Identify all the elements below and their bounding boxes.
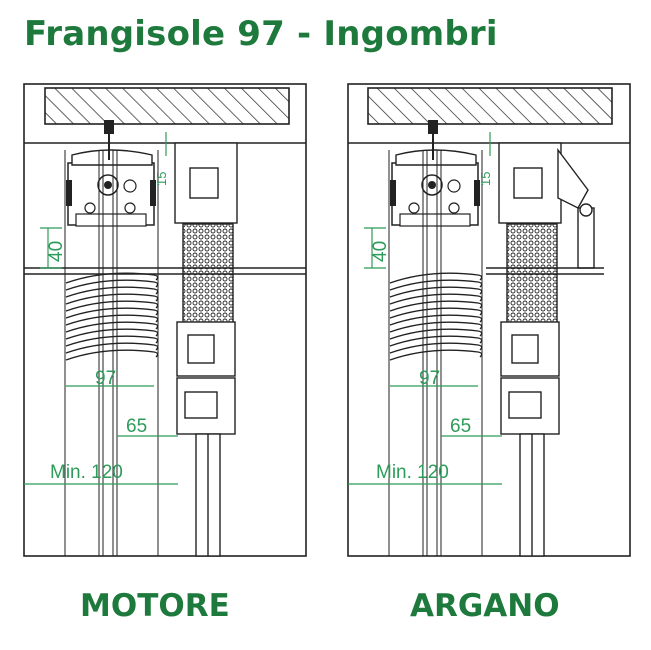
motor-housing: [66, 120, 156, 227]
winch-housing: [390, 120, 480, 227]
dimension-lines: [348, 132, 502, 485]
dim-drop: 40: [370, 241, 391, 262]
dim-rail: 65: [450, 416, 471, 437]
slats-stack: [65, 272, 159, 361]
window-profile: [174, 142, 238, 557]
dimension-lines: [24, 132, 178, 485]
dim-min: Min. 120: [50, 462, 123, 483]
dim-drop: 40: [46, 241, 67, 262]
window-profile: [498, 142, 562, 557]
winch-crank: [557, 147, 595, 269]
ceiling-hatch: [367, 87, 613, 125]
guide-lines: [64, 150, 159, 556]
frame: [347, 83, 631, 557]
dim-rail: 65: [126, 416, 147, 437]
panel-argano: 15 40 97 65 Min. 120: [347, 83, 631, 557]
dim-top-gap: 15: [154, 172, 169, 186]
dim-depth: 97: [95, 368, 116, 389]
dim-min: Min. 120: [376, 462, 449, 483]
frame: [23, 83, 307, 557]
label-argano: ARGANO: [410, 588, 560, 624]
panel-motore: 15 40 97 65 Min. 120: [23, 83, 307, 557]
dim-depth: 97: [419, 368, 440, 389]
slats-stack: [389, 272, 483, 361]
dim-top-gap: 15: [478, 172, 493, 186]
guide-lines: [388, 150, 483, 556]
page-title: Frangisole 97 - Ingombri: [24, 14, 498, 54]
ceiling-hatch: [44, 87, 290, 125]
label-motore: MOTORE: [80, 588, 230, 624]
